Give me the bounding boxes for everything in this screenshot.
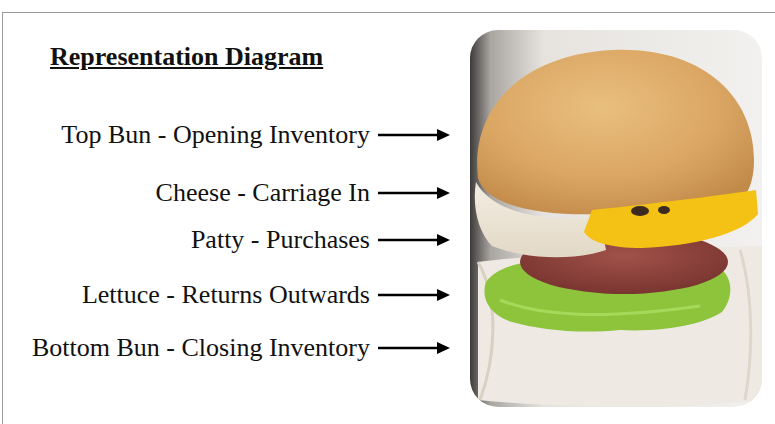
- label-holder: Bottom Bun - Closing Inventory: [32, 332, 370, 364]
- part-label: Cheese - Carriage In: [156, 177, 370, 209]
- label-holder: Lettuce - Returns Outwards: [82, 279, 370, 311]
- part-label: Lettuce - Returns Outwards: [82, 279, 370, 311]
- title-holder: Representation Diagram: [50, 41, 323, 73]
- part-label: Patty - Purchases: [191, 224, 370, 256]
- label-holder: Top Bun - Opening Inventory: [61, 119, 370, 151]
- part-label: Top Bun - Opening Inventory: [61, 119, 370, 151]
- part-label: Bottom Bun - Closing Inventory: [32, 332, 370, 364]
- label-holder: Cheese - Carriage In: [156, 177, 370, 209]
- diagram-title: Representation Diagram: [50, 41, 323, 73]
- leader-arrows: [378, 129, 450, 354]
- label-holder: Patty - Purchases: [191, 224, 370, 256]
